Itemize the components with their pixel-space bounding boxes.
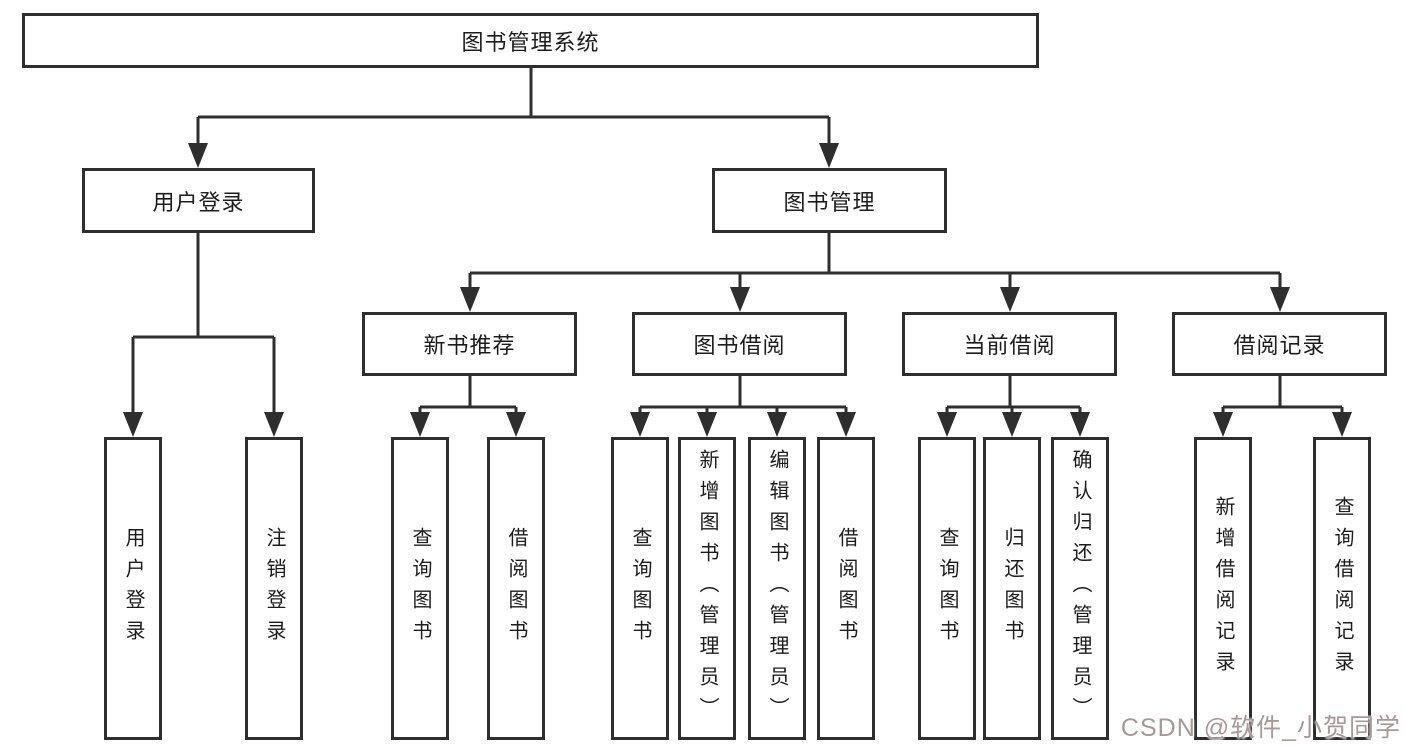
arrowheads — [123, 143, 1352, 437]
node-current-borrow: 当前借阅 — [902, 312, 1117, 376]
leaf-newbook-query-books: 查询图书 — [391, 437, 449, 740]
node-user-login-label: 用户登录 — [152, 189, 245, 215]
node-book-borrow-label: 图书借阅 — [693, 333, 786, 358]
leaf-current-query-books: 查询图书 — [918, 437, 976, 740]
leaf-query-borrow-record: 查询借阅记录 — [1313, 437, 1371, 740]
leaf-user-login: 用户登录 — [104, 437, 162, 740]
node-root-label: 图书管理系统 — [461, 29, 600, 55]
leaf-add-borrow-record: 新增借阅记录 — [1194, 437, 1252, 740]
node-current-borrow-label: 当前借阅 — [963, 333, 1056, 358]
leaf-logout: 注销登录 — [245, 437, 303, 740]
leaf-borrow-books: 借阅图书 — [817, 437, 875, 740]
leaf-edit-books-admin: 编辑图书（管理员） — [748, 437, 806, 740]
node-book-borrow: 图书借阅 — [632, 312, 847, 376]
leaf-borrow-query-books: 查询图书 — [611, 437, 669, 740]
node-book-mgmt-label: 图书管理 — [783, 189, 876, 215]
node-new-book-label: 新书推荐 — [423, 333, 516, 358]
node-borrow-records: 借阅记录 — [1172, 312, 1387, 376]
node-user-login: 用户登录 — [82, 168, 315, 233]
leaf-return-books: 归还图书 — [983, 437, 1041, 740]
node-root: 图书管理系统 — [22, 13, 1039, 68]
node-book-mgmt: 图书管理 — [712, 168, 947, 233]
node-new-book: 新书推荐 — [362, 312, 577, 376]
leaf-add-books-admin: 新增图书（管理员） — [678, 437, 736, 740]
csdn-watermark: CSDN @软件_小贺同学 — [1120, 714, 1401, 742]
node-borrow-records-label: 借阅记录 — [1233, 333, 1326, 358]
leaf-newbook-borrow-books: 借阅图书 — [487, 437, 545, 740]
leaf-confirm-return-admin: 确认归还（管理员） — [1051, 437, 1109, 740]
